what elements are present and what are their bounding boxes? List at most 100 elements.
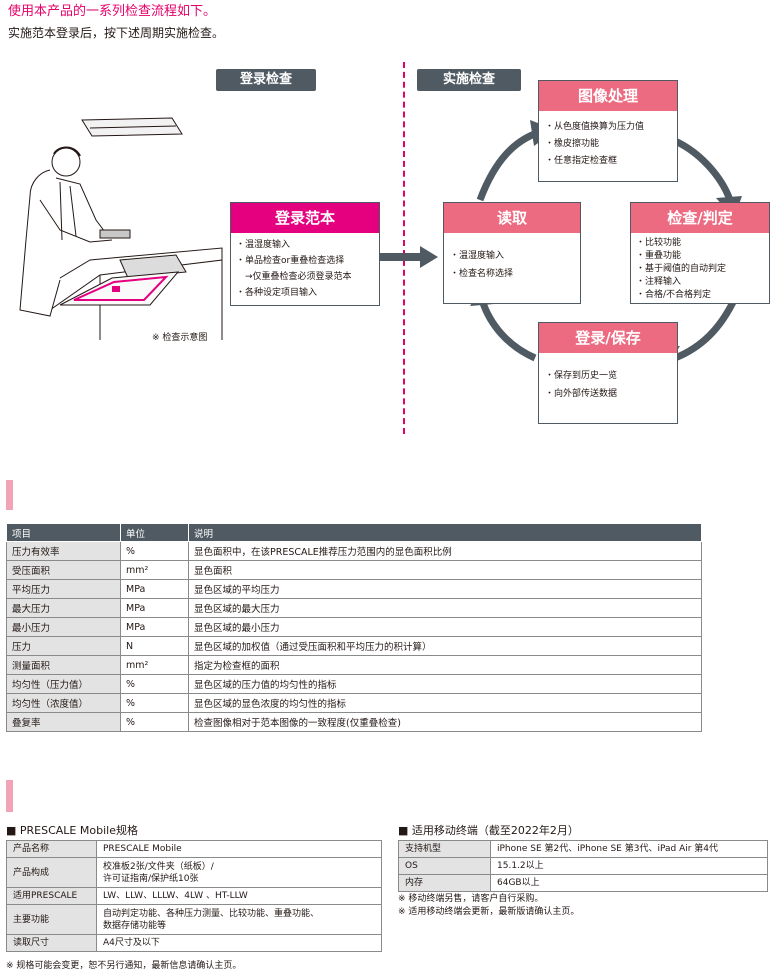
terminals-title: ■ 适用移动终端（截至2022年2月） — [398, 824, 579, 837]
image-processing-card: 图像处理 ・从色度值换算为压力值 ・橡皮擦功能 ・任意指定检查框 — [538, 80, 678, 182]
section-marker — [6, 480, 13, 510]
list-item: ・各种设定项目输入 — [236, 288, 318, 298]
terminals-note: ※ 适用移动终端会更新，最新版请确认主页。 — [398, 907, 580, 917]
table-cell: iPhone SE 第2代、iPhone SE 第3代、iPad Air 第4代 — [490, 840, 768, 858]
list-item: ・任意指定检查框 — [545, 156, 618, 166]
list-item: ・重叠功能 — [636, 251, 682, 261]
table-cell: 均匀性（压力值） — [6, 674, 121, 694]
table-cell: mm² — [120, 560, 189, 580]
table-cell: % — [120, 541, 189, 561]
table-cell: 支持机型 — [398, 840, 491, 858]
list-item: →仅重叠检查必须登录范本 — [236, 272, 352, 282]
table-cell: % — [120, 712, 189, 732]
list-item: ・向外部传送数据 — [545, 389, 618, 399]
table-cell: 显色区域的最大压力 — [188, 598, 702, 618]
table-cell: 平均压力 — [6, 579, 121, 599]
section-divider — [403, 62, 405, 434]
illustration-caption: ※ 检查示意图 — [152, 333, 208, 343]
section-marker — [6, 780, 13, 812]
table-cell: 测量面积 — [6, 655, 121, 675]
read-title: 读取 — [444, 203, 580, 233]
table-cell: mm² — [120, 655, 189, 675]
table-cell: 显色区域的压力值的均匀性的指标 — [188, 674, 702, 694]
spec-note: ※ 规格可能会变更，恕不另行通知，最新信息请确认主页。 — [6, 961, 242, 971]
inspect-judge-card: 检查/判定 ・比较功能 ・重叠功能 ・基于阈值的自动判定 ・注释输入 ・合格/不… — [630, 202, 770, 304]
terminals-note: ※ 移动终端另售，请客户自行采购。 — [398, 894, 544, 904]
column-header: 说明 — [188, 523, 702, 542]
column-header: 项目 — [6, 523, 121, 542]
table-cell: 产品构成 — [6, 857, 97, 888]
table-row: 叠复率%检查图像相对于范本图像的一致程度(仅重叠检查) — [6, 712, 702, 732]
table-cell: MPa — [120, 617, 189, 637]
table-cell: 内存 — [398, 874, 491, 892]
table-cell: N — [120, 636, 189, 656]
inspection-illustration — [19, 117, 223, 340]
image-processing-title: 图像处理 — [539, 81, 677, 111]
table-row: 主要功能自动判定功能、各种压力测量、比较功能、重叠功能、 数据存储功能等 — [6, 904, 382, 935]
table-row: 压力有效率%显色面积中，在该PRESCALE推荐压力范围内的显色面积比例 — [6, 541, 702, 561]
table-row: 均匀性（浓度值）%显色区域的显色浓度的均匀性的指标 — [6, 693, 702, 713]
table-cell: 压力 — [6, 636, 121, 656]
register-save-title: 登录/保存 — [539, 323, 677, 353]
table-row: 产品构成校准板2张/文件夹（纸板）/ 许可证指南/保护纸10张 — [6, 857, 382, 888]
table-cell: 叠复率 — [6, 712, 121, 732]
read-card: 读取 ・温湿度输入 ・检查名称选择 — [443, 202, 581, 304]
table-cell: 64GB以上 — [490, 874, 768, 892]
register-sample-card: 登录范本 ・温湿度输入 ・单品检查or重叠检查选择 →仅重叠检查必须登录范本 ・… — [230, 202, 380, 306]
list-item: ・从色度值换算为压力值 — [545, 122, 645, 132]
list-item: ・合格/不合格判定 — [636, 290, 712, 300]
table-cell: 显色区域的显色浓度的均匀性的指标 — [188, 693, 702, 713]
list-item: ・注释输入 — [636, 277, 682, 287]
list-item: ・温湿度输入 — [450, 251, 505, 261]
table-cell: 显色区域的加权值（通过受压面积和平均压力的积计算） — [188, 636, 702, 656]
register-sample-title: 登录范本 — [231, 203, 379, 233]
column-header: 单位 — [120, 523, 189, 542]
list-item: ・检查名称选择 — [450, 269, 514, 279]
table-cell: MPa — [120, 598, 189, 618]
intro-title: 使用本产品的一系列检查流程如下。 — [8, 4, 217, 19]
register-save-card: 登录/保存 ・保存到历史一览 ・向外部传送数据 — [538, 322, 678, 424]
table-cell: A4尺寸及以下 — [96, 934, 382, 952]
table-cell: 检查图像相对于范本图像的一致程度(仅重叠检查) — [188, 712, 702, 732]
list-item: ・温湿度输入 — [236, 240, 291, 250]
table-header-row: 项目 单位 说明 — [6, 523, 702, 542]
list-item: ・橡皮擦功能 — [545, 139, 600, 149]
table-cell: % — [120, 693, 189, 713]
table-cell: 最大压力 — [6, 598, 121, 618]
table-cell: 读取尺寸 — [6, 934, 97, 952]
table-cell: 最小压力 — [6, 617, 121, 637]
table-cell: 适用PRESCALE — [6, 887, 97, 905]
table-cell: 自动判定功能、各种压力测量、比较功能、重叠功能、 数据存储功能等 — [96, 904, 382, 935]
list-item: ・基于阈值的自动判定 — [636, 264, 727, 274]
table-cell: 显色区域的最小压力 — [188, 617, 702, 637]
table-cell: 15.1.2以上 — [490, 857, 768, 875]
table-cell: PRESCALE Mobile — [96, 840, 382, 858]
table-cell: MPa — [120, 579, 189, 599]
table-cell: 指定为检查框的面积 — [188, 655, 702, 675]
table-cell: 均匀性（浓度值） — [6, 693, 121, 713]
table-cell: 显色面积 — [188, 560, 702, 580]
arrow-right-icon — [380, 246, 438, 268]
table-cell: 主要功能 — [6, 904, 97, 935]
table-cell: 受压面积 — [6, 560, 121, 580]
intro-subtitle: 实施范本登录后，按下述周期实施检查。 — [8, 26, 225, 40]
list-item: ・比较功能 — [636, 238, 682, 248]
table-cell: OS — [398, 857, 491, 875]
table-cell: 校准板2张/文件夹（纸板）/ 许可证指南/保护纸10张 — [96, 857, 382, 888]
inspect-judge-title: 检查/判定 — [631, 203, 769, 233]
spec-title: ■ PRESCALE Mobile规格 — [6, 824, 138, 837]
measurement-items-table: 项目 单位 说明 压力有效率%显色面积中，在该PRESCALE推荐压力范围内的显… — [6, 523, 702, 732]
register-inspection-label: 登录检查 — [216, 69, 316, 91]
